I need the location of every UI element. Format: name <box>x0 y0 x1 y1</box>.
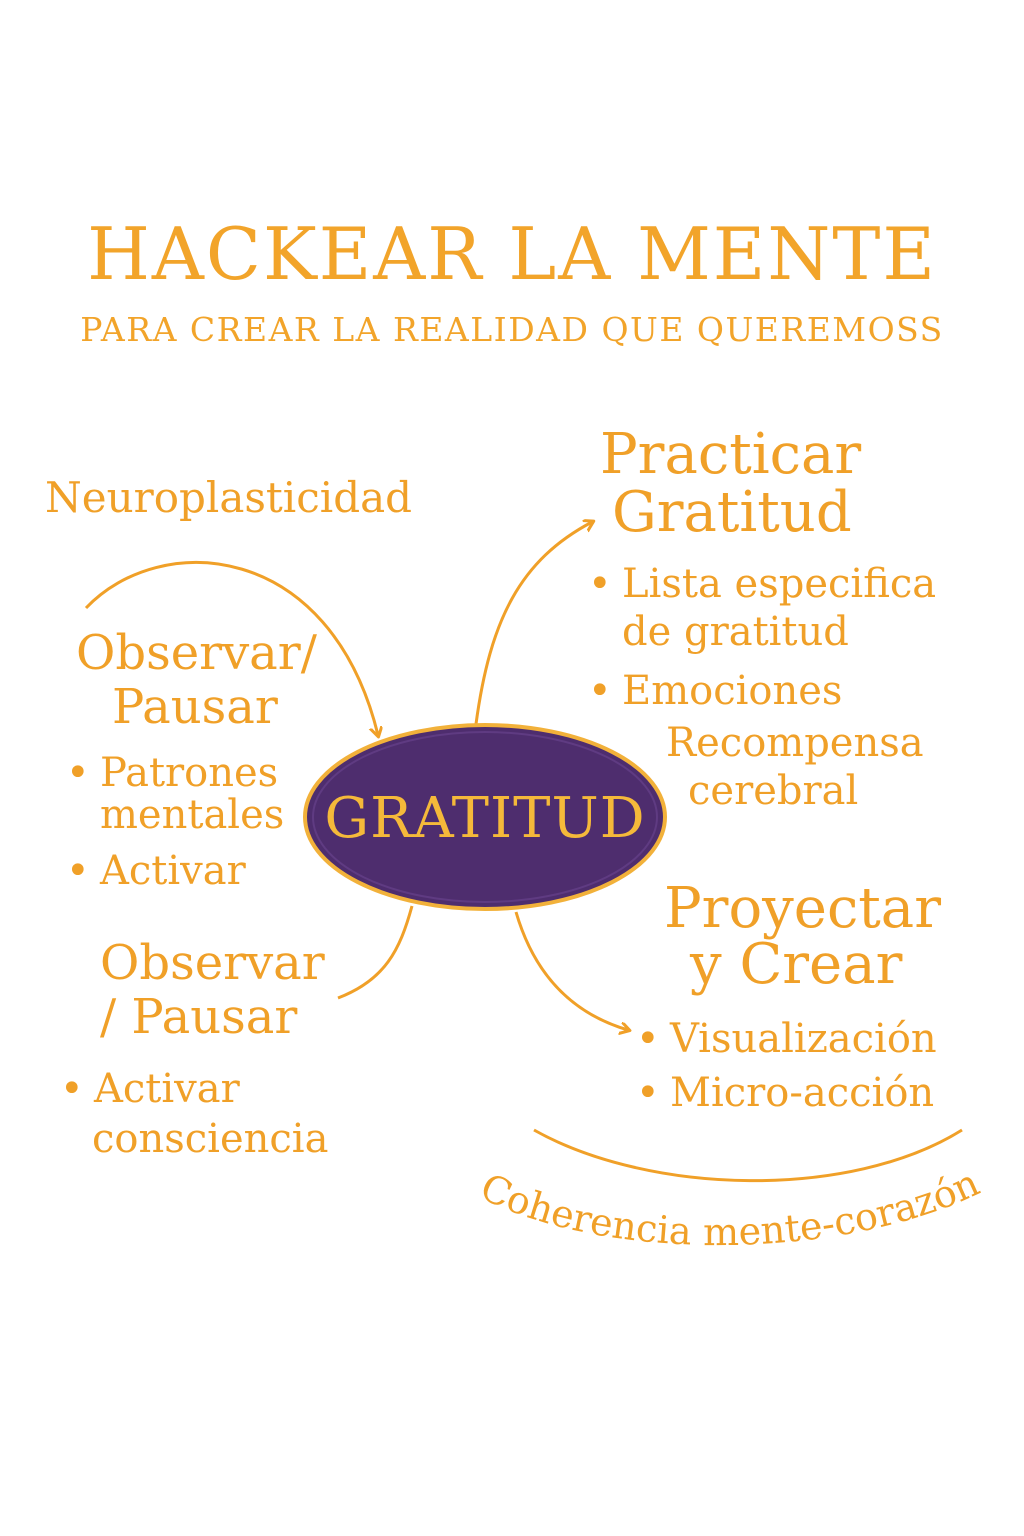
center-ellipse-inner <box>312 731 658 903</box>
page-title: HACKEAR LA MENTE <box>87 212 937 296</box>
footer-coherence-text: Coherencia mente-corazón <box>474 1160 986 1254</box>
left-top-bullet-1-cont: mentales <box>100 792 285 838</box>
arrow-center-to-proyectar <box>514 911 628 1030</box>
right-top-bullet-1-cont: de gratitud <box>622 609 849 655</box>
arrow-center-to-practicar <box>474 522 592 725</box>
right-bottom-heading-line2: y Crear <box>690 932 903 997</box>
left-bottom-heading-line2: / Pausar <box>100 989 298 1045</box>
right-bottom-bullet-1: •Visualización <box>636 1016 937 1062</box>
right-top-bullet-1: •Lista especifica <box>588 561 937 607</box>
right-top-heading-line2: Gratitud <box>612 480 852 545</box>
right-top-bullet-2: •Emociones <box>588 668 843 714</box>
left-top-bullet-2: •Activar <box>66 848 246 894</box>
line-center-to-observar <box>337 905 414 1000</box>
neuroplasticidad-label: Neuroplasticidad <box>45 473 413 522</box>
right-bottom-bullet-2: •Micro-acción <box>636 1070 935 1116</box>
left-bottom-heading-line1: Observar <box>100 935 325 991</box>
right-top-heading-line1: Practicar <box>600 422 862 487</box>
left-bottom-bullet-cont: consciencia <box>92 1116 329 1162</box>
left-bottom-bullet: •Activar <box>60 1066 240 1112</box>
page-subtitle: PARA CREAR LA REALIDAD QUE QUEREMOSS <box>80 310 944 349</box>
center-ellipse <box>303 723 667 911</box>
right-top-sub-2: cerebral <box>688 768 859 814</box>
right-bottom-heading-line1: Proyectar <box>664 876 941 941</box>
coherence-arc <box>533 1128 963 1183</box>
right-top-sub-1: Recompensa <box>666 720 924 766</box>
left-top-heading-line2: Pausar <box>112 679 278 735</box>
left-top-heading-line1: Observar/ <box>76 625 317 681</box>
center-label: GRATITUD <box>324 786 646 851</box>
arrow-neuro-to-center <box>84 560 378 735</box>
left-top-bullet-1: •Patrones <box>66 750 279 796</box>
